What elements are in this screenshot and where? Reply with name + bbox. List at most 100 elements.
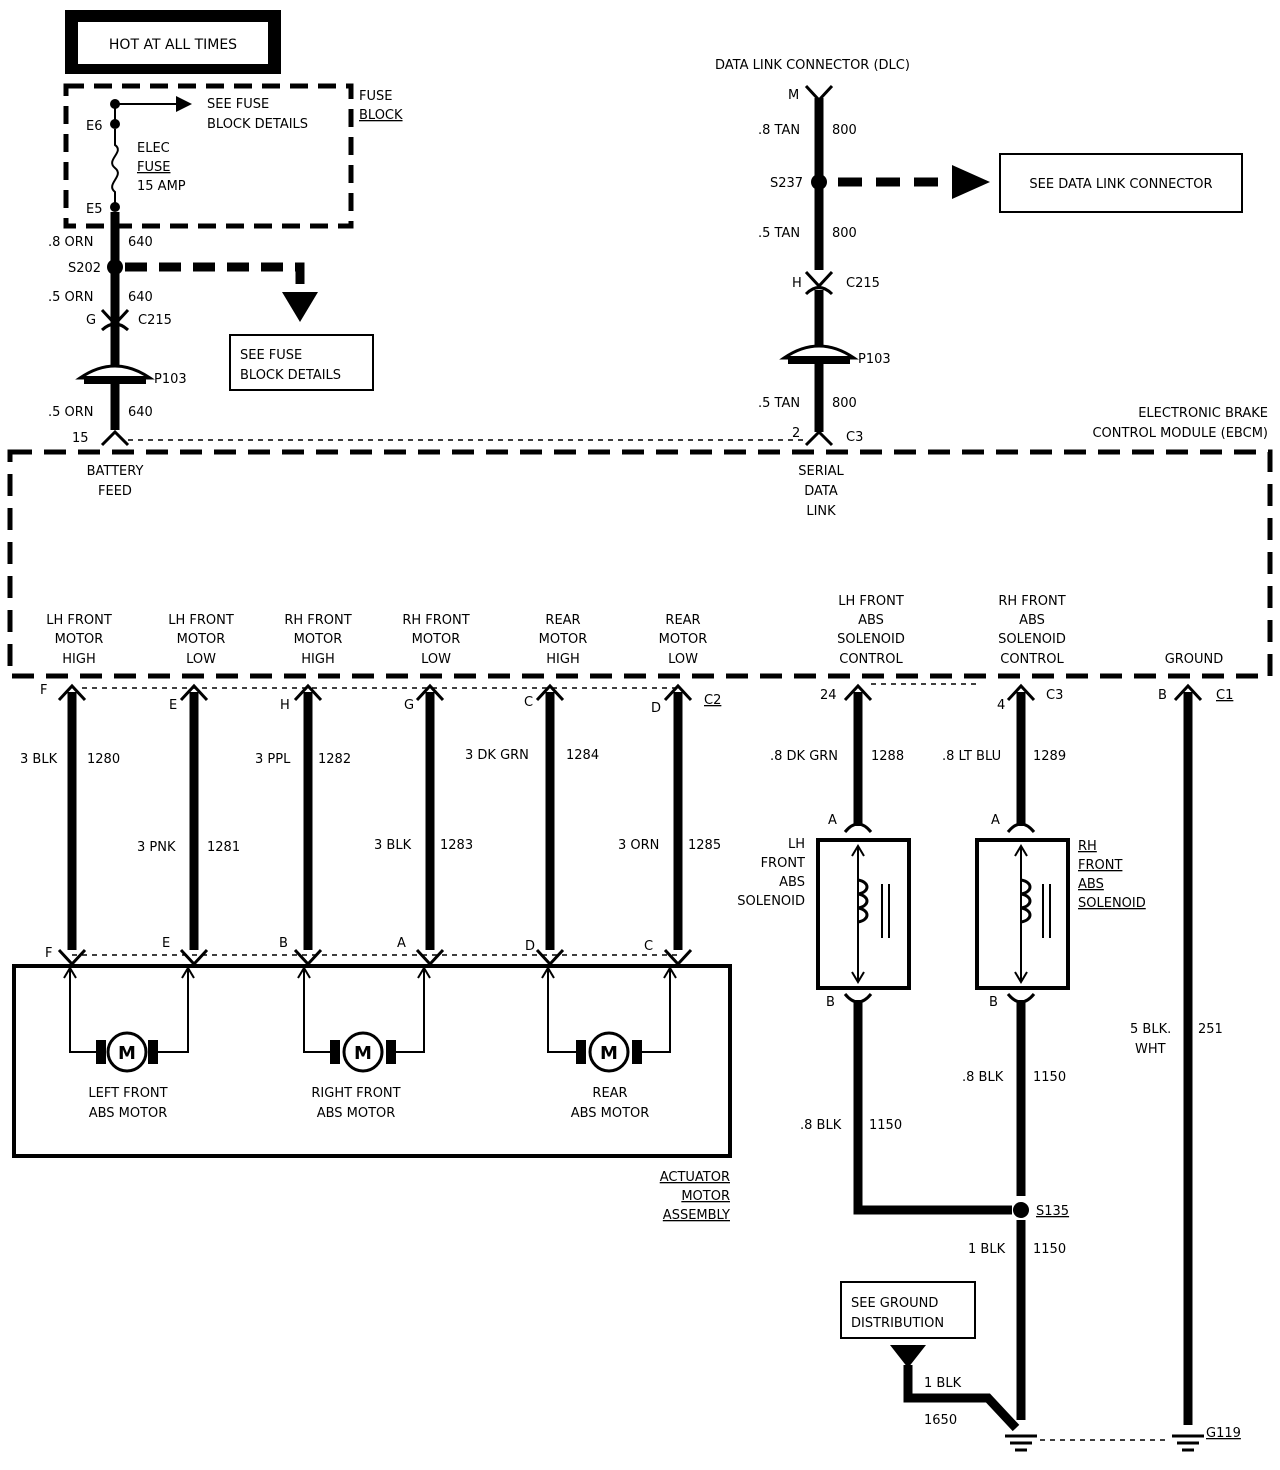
fuse-label-2: FUSE xyxy=(137,160,170,175)
motor-wire-2: E 3 PNK 1281 E xyxy=(137,683,240,967)
s135-circuit: 1150 xyxy=(1033,1242,1066,1257)
motor1-terminal-1: LH FRONT xyxy=(46,613,112,628)
fuse-label-1: ELEC xyxy=(137,141,170,156)
motor3-terminal-3: HIGH xyxy=(301,652,334,667)
motor3-assembly-pin: B xyxy=(279,936,288,951)
motor3-symbol: M xyxy=(600,1043,618,1064)
serial-data-label-3: LINK xyxy=(806,504,836,519)
see-fuse-box-line1: SEE FUSE xyxy=(240,348,302,363)
see-ground-arrow xyxy=(890,1345,926,1368)
lh-solenoid-box xyxy=(816,838,911,990)
left-front-motor-icon xyxy=(106,1031,148,1073)
motor2-terminal-2: MOTOR xyxy=(177,632,226,647)
rh-sol-circuit: 1289 xyxy=(1033,749,1066,764)
motor6-assembly-pin: C xyxy=(644,939,653,954)
lh-coil-icon xyxy=(857,878,869,924)
serial-data-label-1: SERIAL xyxy=(798,464,844,479)
dlc-p103-label: P103 xyxy=(858,352,891,367)
see-fuse-block-box xyxy=(229,334,374,391)
lh-sol-gauge: .8 DK GRN xyxy=(770,749,838,764)
battery-c215-label: C215 xyxy=(138,313,172,328)
lh-sol-terminal-1: LH FRONT xyxy=(838,594,904,609)
rh-sol-ebcm-connector: C3 xyxy=(1046,688,1063,703)
motor2-terminal-3: LOW xyxy=(186,652,216,667)
splice-s202-label: S202 xyxy=(68,261,101,276)
splice-s135 xyxy=(1013,1202,1029,1218)
lh-sol-label-3: ABS xyxy=(779,875,805,890)
fuse-symbol xyxy=(111,129,119,207)
s237-see-dlc-arrow xyxy=(952,165,990,199)
lh-sol-terminal-4: CONTROL xyxy=(839,652,903,667)
motor2-circuit: 1281 xyxy=(207,840,240,855)
splice-s135-label: S135 xyxy=(1036,1204,1069,1219)
s135-gauge: 1 BLK xyxy=(968,1242,1006,1257)
ground-circuit-number: 251 xyxy=(1198,1022,1223,1037)
rh-sol-out-gauge: .8 BLK xyxy=(962,1070,1004,1085)
ground-ebcm-connector: C1 xyxy=(1216,688,1233,703)
lh-solenoid-return-wire xyxy=(853,1000,1012,1215)
s202-see-fuse-path xyxy=(125,262,305,295)
see-fuse-box-line2: BLOCK DETAILS xyxy=(240,368,341,383)
ground-gauge-2: WHT xyxy=(1135,1042,1166,1057)
dlc-wire1-circuit: 800 xyxy=(832,123,857,138)
motor-wire-1: F 3 BLK 1280 F xyxy=(20,683,120,967)
p103-passthrough-right xyxy=(779,344,859,360)
branch-circuit: 1650 xyxy=(924,1413,957,1428)
motor4-ebcm-pin: G xyxy=(404,698,414,713)
battery-wire3-circuit: 640 xyxy=(128,405,153,420)
motor1-terminal-3: HIGH xyxy=(62,652,95,667)
c2-connector-label: C2 xyxy=(704,693,721,708)
motor5-gauge: 3 DK GRN xyxy=(465,748,529,763)
motor4-gauge: 3 BLK xyxy=(374,838,412,853)
rh-sol-terminal-4: CONTROL xyxy=(1000,652,1064,667)
motor5-ebcm-pin: C xyxy=(524,695,533,710)
splice-s202 xyxy=(107,259,123,275)
motor5-circuit: 1284 xyxy=(566,748,599,763)
lh-sol-terminal-3: SOLENOID xyxy=(837,632,905,647)
motor5-terminal-3: HIGH xyxy=(546,652,579,667)
battery-feed-label-1: BATTERY xyxy=(87,464,144,479)
see-ground-line2: DISTRIBUTION xyxy=(851,1316,944,1331)
battery-p103-label: P103 xyxy=(154,372,187,387)
lh-sol-ebcm-pin: 24 xyxy=(820,688,837,703)
battery-wire1-circuit: 640 xyxy=(128,235,153,250)
p103-passthrough-left xyxy=(75,364,155,380)
motor2-symbol: M xyxy=(354,1043,372,1064)
rh-solenoid-box xyxy=(975,838,1070,990)
battery-wire1-gauge: .8 ORN xyxy=(48,235,94,250)
lh-sol-label-2: FRONT xyxy=(761,856,805,871)
rh-sol-label-3: ABS xyxy=(1078,877,1104,892)
fuse-pin-e5-label: E5 xyxy=(86,202,103,217)
motor5-terminal-2: MOTOR xyxy=(539,632,588,647)
motor4-circuit: 1283 xyxy=(440,838,473,853)
dlc-wire1-gauge: .8 TAN xyxy=(758,123,800,138)
battery-ebcm-pin: 15 xyxy=(72,431,89,446)
battery-wire3-gauge: .5 ORN xyxy=(48,405,94,420)
lh-sol-pin-b: B xyxy=(826,995,835,1010)
serial-data-label-2: DATA xyxy=(804,484,838,499)
motor4-assembly-pin: A xyxy=(397,936,406,951)
rh-sol-label-1: RH xyxy=(1078,839,1097,854)
actuator-label-3: ASSEMBLY xyxy=(663,1208,730,1223)
fuse-block-label-1: FUSE xyxy=(359,89,392,104)
dlc-ebcm-connector: C3 xyxy=(846,430,863,445)
rh-sol-pin-a: A xyxy=(991,813,1000,828)
motor4-terminal-1: RH FRONT xyxy=(402,613,469,628)
motor6-gauge: 3 ORN xyxy=(618,838,659,853)
motor1-label-2: ABS MOTOR xyxy=(89,1106,168,1121)
battery-wire2-circuit: 640 xyxy=(128,290,153,305)
battery-wire2-gauge: .5 ORN xyxy=(48,290,94,305)
motor1-label-1: LEFT FRONT xyxy=(88,1086,167,1101)
rh-sol-label-4: SOLENOID xyxy=(1078,896,1146,911)
fuse-pin-e5 xyxy=(110,202,120,212)
fuse-block-outline xyxy=(63,83,354,229)
see-dlc-box-label: SEE DATA LINK CONNECTOR xyxy=(1029,177,1212,192)
rh-sol-pin-b: B xyxy=(989,995,998,1010)
actuator-motor-assembly-box xyxy=(12,964,732,1158)
motor3-terminal-2: MOTOR xyxy=(294,632,343,647)
motor6-terminal-3: LOW xyxy=(668,652,698,667)
battery-feed-label-2: FEED xyxy=(98,484,132,499)
fuse-pin-e6-label: E6 xyxy=(86,119,103,134)
motor2-gauge: 3 PNK xyxy=(137,840,176,855)
motor2-ebcm-pin: E xyxy=(169,698,177,713)
